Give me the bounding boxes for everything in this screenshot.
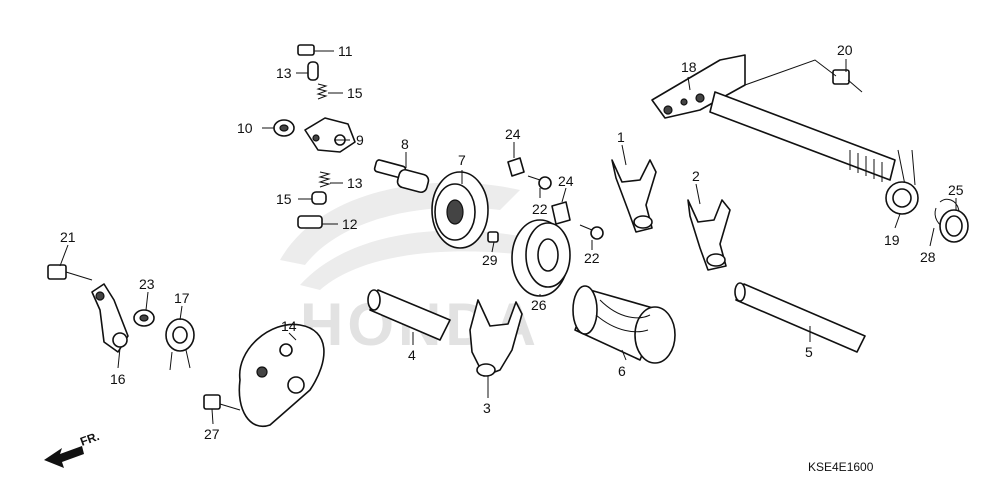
part-washer-25[interactable] [939,209,969,243]
part-bolt-8[interactable] [373,159,430,194]
part-fork-1[interactable] [611,159,657,233]
part-screw-22-upper[interactable] [527,175,552,190]
callout-1: 1 [617,129,625,145]
part-cap-12[interactable] [297,215,323,229]
part-spring-17[interactable] [165,318,195,371]
part-return-spring-19[interactable] [885,149,919,215]
part-bolt-20[interactable] [832,69,863,93]
callout-22-upper: 22 [532,201,548,217]
callout-26: 26 [531,297,547,313]
callout-23: 23 [139,276,155,292]
part-plate-24-lower[interactable] [551,201,571,225]
part-pin-13-upper[interactable] [307,61,319,81]
callout-15-lower: 13 [347,175,363,191]
callout-8: 8 [401,136,409,152]
part-stopper-arm-9[interactable] [304,117,356,153]
part-cap-11[interactable] [297,44,315,56]
callout-4: 4 [408,347,416,363]
front-arrow-icon [44,446,84,468]
part-bolt-27[interactable] [203,394,241,411]
callout-24-upper: 24 [505,126,521,142]
diagram-code: KSE4E1600 [808,460,874,474]
callout-22-lower: 22 [584,250,600,266]
callout-11: 11 [338,43,353,59]
part-shift-drum-6[interactable] [572,285,676,364]
callout-6: 6 [618,363,626,379]
callout-21: 21 [60,229,76,245]
callout-25: 25 [948,182,964,198]
callout-20: 20 [837,42,853,58]
part-dowel-29[interactable] [487,231,499,243]
callout-7: 7 [458,152,466,168]
callout-28: 28 [920,249,936,265]
front-direction-marker: FR. [44,429,101,468]
part-fork-shaft-5[interactable] [734,282,866,353]
callout-5: 5 [805,344,813,360]
part-fork-3[interactable] [469,299,523,377]
front-marker-text: FR. [78,429,101,449]
part-bolt-21[interactable] [47,264,93,281]
callout-12: 12 [342,216,358,232]
callout-27: 27 [204,426,220,442]
callout-16: 16 [110,371,126,387]
callout-24-lower: 24 [558,173,574,189]
callout-29: 29 [482,252,498,268]
callout-3: 3 [483,400,491,416]
callout-9: 9 [356,132,364,148]
callout-labels: 11 13 15 10 9 8 13 15 12 7 24 22 24 22 2… [60,42,964,442]
part-stopper-arm-16[interactable] [91,283,129,353]
part-shift-shaft-18[interactable] [651,54,896,182]
callout-14: 14 [281,318,297,334]
part-collar-10[interactable] [273,119,295,137]
part-pin-13-lower[interactable] [311,191,327,205]
leader-lines [59,50,957,425]
part-bearing-26[interactable] [511,219,571,297]
part-drum-center-7[interactable] [431,171,489,249]
callout-13-upper: 13 [276,65,292,81]
callout-13-lower: 15 [276,191,292,207]
callout-15-upper: 15 [347,85,363,101]
part-spring-15-upper[interactable] [316,83,328,100]
part-screw-22-lower[interactable] [579,224,604,240]
callout-10: 10 [237,120,253,136]
callout-2: 2 [692,168,700,184]
part-fork-2[interactable] [687,199,731,271]
callout-18: 18 [681,59,697,75]
part-plate-14[interactable] [238,323,325,428]
part-spring-15-lower[interactable] [318,171,331,188]
part-guide-pin-4[interactable] [367,289,451,341]
callout-17: 17 [174,290,190,306]
part-plate-24-upper[interactable] [507,157,525,177]
callout-19: 19 [884,232,900,248]
part-washer-23[interactable] [133,309,155,327]
